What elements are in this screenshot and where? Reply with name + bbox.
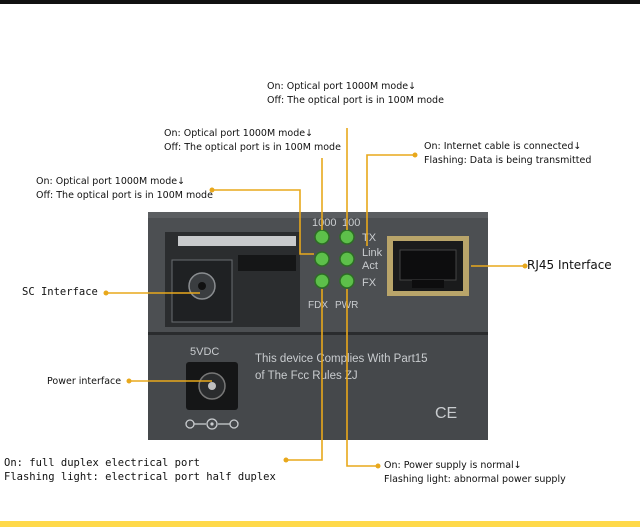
annotation-upper-left-line-1: On: Optical port 1000M mode↓ [164,128,314,139]
annotation-pwr-line-2: Flashing light: abnormal power supply [384,474,566,485]
leader-upper-right [366,154,415,246]
led-pwr [339,273,355,289]
annotation-upper-left: On: Optical port 1000M mode↓ Off: The op… [164,127,341,155]
led-label-link: Link [362,247,383,259]
led-fdx [314,273,330,289]
annotation-top-center-line-1: On: Optical port 1000M mode↓ [267,81,417,92]
bottom-border [0,521,640,527]
annotation-fdx-line-1: On: full duplex electrical port [4,457,200,469]
annotation-left-line-1: On: Optical port 1000M mode↓ [36,176,186,187]
led-link-left [314,251,330,267]
led-label-100: 100 [342,217,360,229]
annotation-upper-left-line-2: Off: The optical port is in 100M mode [164,142,341,153]
top-border [0,0,640,4]
led-100 [339,229,355,245]
sc-port-right-slot [238,255,296,271]
led-label-1000: 1000 [312,217,336,229]
annotation-fdx: On: full duplex electrical port Flashing… [4,456,276,484]
annotation-left: On: Optical port 1000M mode↓ Off: The op… [36,175,213,203]
leader-fdx [286,289,323,461]
device-seam [148,332,488,335]
annotation-top-center: On: Optical port 1000M mode↓ Off: The op… [267,80,444,108]
led-label-tx: TX [362,232,377,244]
rj45-port-inner [399,249,457,281]
annotation-top-center-line-2: Off: The optical port is in 100M mode [267,95,444,106]
leader-lines [106,128,525,467]
annotation-left-line-2: Off: The optical port is in 100M mode [36,190,213,201]
annotation-pwr-line-1: On: Power supply is normal↓ [384,460,522,471]
compliance-line-1: This device Complies With Part15 [255,353,428,365]
sc-interface-label: SC Interface [22,286,98,298]
led-label-fdx: FDX [308,300,328,311]
annotation-upper-right-line-1: On: Internet cable is connected↓ [424,141,582,152]
sc-port-core [198,282,206,290]
power-jack-pin [208,382,216,390]
annotation-pwr: On: Power supply is normal↓ Flashing lig… [384,459,566,487]
led-label-fx: FX [362,277,377,289]
leader-left [212,189,314,255]
led-link-act [339,251,355,267]
compliance-line-2: of The Fcc Rules ZJ [255,370,358,382]
annotation-upper-right-line-2: Flashing: Data is being transmitted [424,155,592,166]
led-label-act: Act [362,260,378,272]
power-label: 5VDC [190,346,219,358]
rj45-interface-label: RJ45 Interface [527,258,612,272]
polarity-symbol [185,418,239,430]
annotation-fdx-line-2: Flashing light: electrical port half dup… [4,471,276,483]
annotation-upper-right: On: Internet cable is connected↓ Flashin… [424,140,591,168]
led-1000 [314,229,330,245]
ce-mark: CE [435,405,457,422]
sc-port-cover [178,236,296,246]
rj45-port-clip [412,280,444,288]
power-interface-label: Power interface [47,376,122,387]
device-upper-edge [148,212,488,218]
leader-dots [103,152,528,469]
leader-pwr [346,289,378,467]
